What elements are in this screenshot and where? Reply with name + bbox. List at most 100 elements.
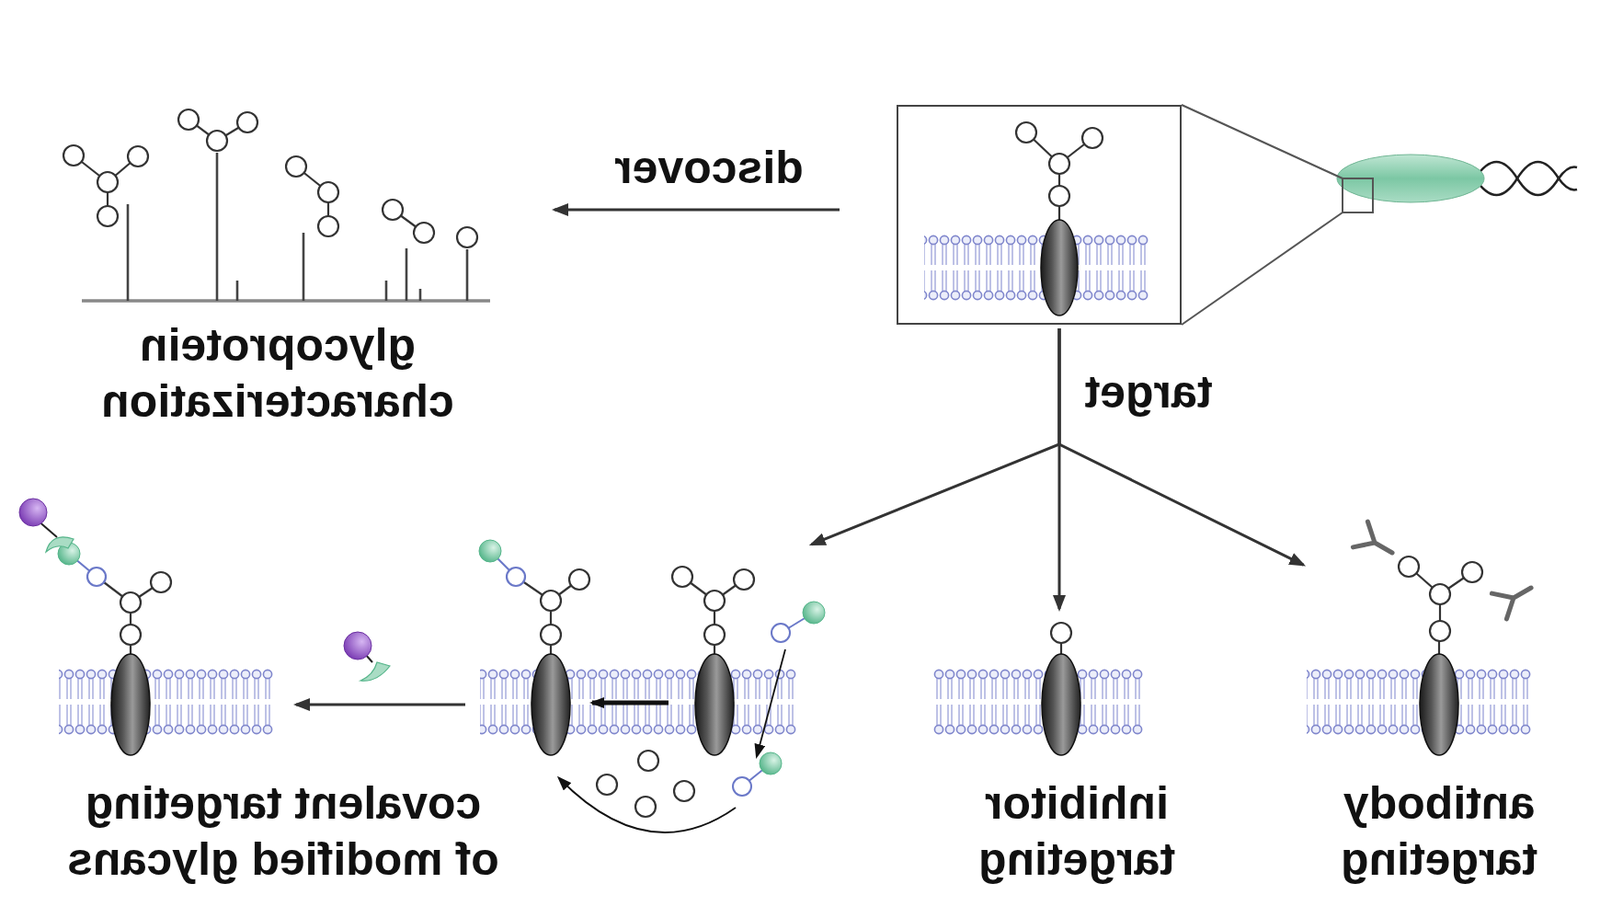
drawing-stroke [479, 539, 502, 562]
drawing-stroke [569, 569, 590, 590]
drawing-stroke [385, 280, 389, 301]
glycans [63, 109, 478, 248]
metabolic-panel [474, 546, 827, 847]
drawing-stroke [1040, 219, 1078, 316]
drawing-stroke [45, 537, 74, 552]
drawing-stroke [540, 624, 561, 645]
drawing-stroke [237, 112, 258, 133]
drawing-stroke [81, 298, 491, 303]
antibody-panel: antibody targeting [1306, 510, 1542, 751]
drawing-stroke [802, 601, 825, 624]
drawing-stroke [1051, 622, 1072, 643]
drawing-stroke [771, 623, 790, 642]
drawing-stroke [559, 777, 736, 833]
drawing-stroke [1398, 556, 1419, 577]
drawing-stroke [360, 662, 390, 681]
drawing-stroke [58, 668, 274, 735]
zoom-box [896, 104, 1182, 325]
drawing-stroke [531, 653, 571, 755]
drawing-stroke [19, 498, 47, 526]
panel-caption: glycoprotein characterization [75, 317, 480, 430]
edge-label: target [1081, 364, 1217, 421]
drawing-stroke [506, 567, 526, 586]
drawing-stroke [635, 796, 656, 817]
drawing-stroke [1016, 122, 1103, 206]
drawing-stroke [343, 631, 372, 660]
drawing-stroke [1462, 561, 1483, 583]
drawing-stroke [405, 248, 409, 301]
drawing-stroke [63, 145, 84, 166]
drawing-stroke [638, 750, 659, 771]
drawing-stroke [236, 280, 240, 301]
drawing-stroke [120, 592, 141, 613]
panel-caption: inhibitor targeting [957, 775, 1197, 888]
drawing-stroke [1016, 122, 1037, 143]
drawing-stroke [592, 700, 669, 706]
covalent-panel [19, 498, 390, 755]
drawing-stroke [178, 109, 199, 130]
drawing-stroke [704, 590, 725, 611]
drawing-stroke [1306, 668, 1532, 735]
drawing-stroke [285, 156, 307, 177]
drawing-stroke [1474, 161, 1578, 195]
drawing-stroke [216, 152, 219, 301]
drawing-stroke [1491, 574, 1539, 619]
drawing-stroke [1342, 178, 1373, 213]
drawing-stroke [480, 668, 797, 735]
drawing-stroke [759, 752, 782, 775]
drawing-stroke [318, 182, 339, 203]
drawing-stroke [97, 171, 118, 193]
drawing-stroke [120, 624, 141, 645]
drawing-stroke [419, 288, 423, 301]
drawing-stroke [1352, 521, 1539, 619]
edge-label: discover [610, 139, 808, 196]
drawing-stroke [68, 553, 172, 645]
drawing-stroke [540, 590, 561, 611]
drawing-stroke [924, 234, 1149, 301]
drawing-stroke [1352, 521, 1400, 566]
drawing-stroke [733, 569, 755, 590]
drawing-stroke [1181, 104, 1343, 179]
drawing-stroke [457, 227, 478, 248]
connector-arrow [811, 328, 1060, 545]
drawing-stroke [1181, 212, 1343, 325]
drawing-stroke [1306, 668, 1532, 735]
drawing-stroke [1082, 127, 1103, 149]
metabolic-panel [479, 539, 825, 833]
drawing-stroke [1049, 153, 1070, 174]
drawing-stroke [127, 146, 149, 167]
drawing-stroke [480, 668, 797, 735]
drawing-stroke [732, 777, 752, 796]
drawing-stroke [150, 571, 172, 593]
drawing-stroke [126, 204, 130, 301]
drawing-stroke [1049, 185, 1070, 206]
drawing-stroke [58, 668, 274, 735]
drawing-stroke [466, 249, 469, 301]
inhibitor-panel [933, 622, 1143, 755]
spectrum [81, 152, 491, 301]
drawing-stroke [1041, 653, 1081, 755]
drawing-stroke [756, 649, 786, 756]
drawing-stroke [490, 550, 755, 817]
drawing-stroke [695, 653, 734, 755]
spectrum-panel: glycoprotein characterization [61, 102, 548, 307]
drawing-stroke [413, 222, 435, 243]
drawing-stroke [596, 774, 618, 795]
drawing-stroke [704, 624, 725, 645]
connector-arrow [554, 208, 840, 212]
drawing-stroke [111, 653, 150, 755]
drawing-stroke [1352, 521, 1400, 566]
drawing-stroke [1429, 583, 1451, 605]
drawing-stroke [1491, 574, 1539, 619]
drawing-stroke [1474, 161, 1578, 195]
drawing-stroke [206, 130, 228, 151]
drawing-stroke [674, 780, 695, 801]
drawing-stroke [1419, 653, 1459, 755]
zoom-protein [1181, 104, 1578, 325]
drawing-stroke [318, 216, 339, 237]
inhibitor-panel: inhibitor targeting [928, 617, 1149, 751]
panel-caption: antibody targeting [1319, 775, 1559, 888]
drawing-stroke [302, 232, 306, 301]
